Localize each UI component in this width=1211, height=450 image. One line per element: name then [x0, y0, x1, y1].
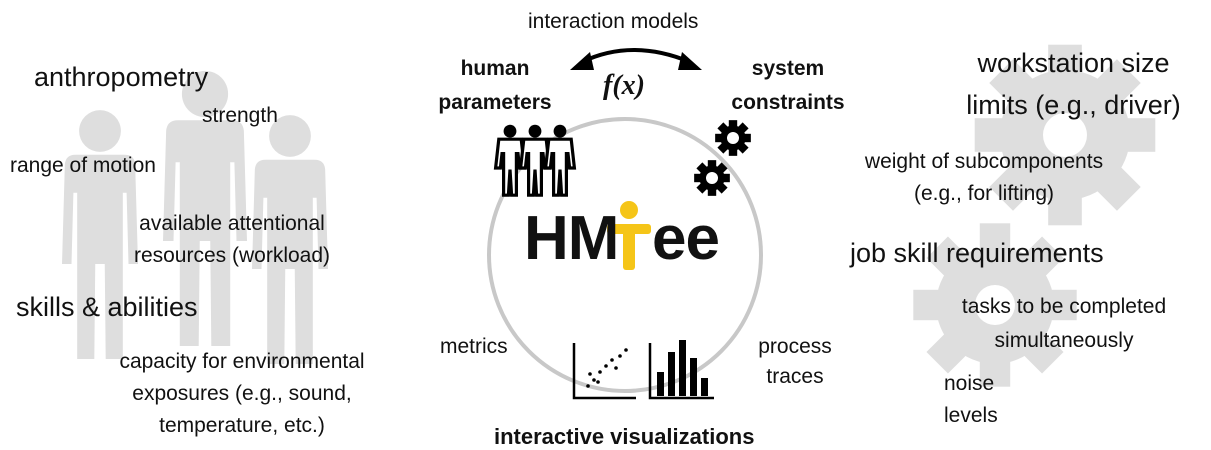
scatter-plot-icon [572, 343, 636, 400]
human-parameters-label: human parameters [430, 52, 560, 120]
simultaneous-tasks-label: tasks to be completed simultaneously [930, 290, 1198, 358]
people-icon [494, 123, 577, 197]
logo-hm: HM [524, 204, 619, 273]
workstation-size-line2: limits (e.g., driver) [966, 90, 1181, 120]
noise-levels-line2: levels [944, 404, 998, 427]
process-traces-label: process traces [745, 332, 845, 392]
workstation-size-label: workstation size limits (e.g., driver) [936, 42, 1211, 126]
logo-ee: ee [652, 204, 720, 273]
interaction-models-label: interaction models [528, 10, 699, 33]
bar-chart-icon [648, 340, 714, 400]
double-arrow-icon [581, 48, 691, 64]
subcomponent-weight-label: weight of subcomponents (e.g., for lifti… [830, 146, 1138, 210]
central-circle [487, 117, 763, 393]
subcomponent-weight-line2: (e.g., for lifting) [913, 182, 1055, 205]
system-constraints-line2: constraints [731, 91, 845, 114]
attentional-resources-label: available attentional resources (workloa… [108, 208, 356, 272]
subcomponent-weight-line1: weight of subcomponents [864, 150, 1104, 173]
job-skill-requirements-label: job skill requirements [850, 238, 1104, 268]
attentional-resources-line1: available attentional [139, 212, 325, 235]
human-parameters-line1: human [460, 57, 530, 80]
anthropometry-label: anthropometry [34, 62, 209, 92]
strength-label: strength [202, 104, 278, 127]
range-of-motion-label: range of motion [10, 154, 156, 177]
metrics-label: metrics [440, 335, 508, 358]
noise-levels-line1: noise [944, 372, 995, 395]
environmental-capacity-line1: capacity for environmental [119, 350, 365, 373]
system-constraints-label: system constraints [713, 52, 863, 120]
workstation-size-line1: workstation size [977, 48, 1170, 78]
simultaneous-tasks-line1: tasks to be completed [961, 295, 1167, 318]
attentional-resources-line2: resources (workload) [133, 244, 331, 267]
environmental-capacity-line2: exposures (e.g., sound, [132, 382, 352, 405]
environmental-capacity-label: capacity for environmental exposures (e.… [82, 346, 402, 442]
process-traces-line1: process [758, 335, 832, 358]
noise-levels-label: noise levels [944, 368, 998, 432]
process-traces-line2: traces [766, 365, 824, 388]
environmental-capacity-line3: temperature, etc.) [159, 414, 325, 437]
simultaneous-tasks-line2: simultaneously [994, 329, 1134, 352]
human-parameters-line2: parameters [438, 91, 552, 114]
interactive-visualizations-label: interactive visualizations [494, 424, 755, 449]
skills-abilities-label: skills & abilities [16, 292, 198, 322]
logo-t-icon [607, 201, 651, 270]
function-label: f(x) [603, 70, 645, 101]
system-constraints-line1: system [751, 57, 825, 80]
